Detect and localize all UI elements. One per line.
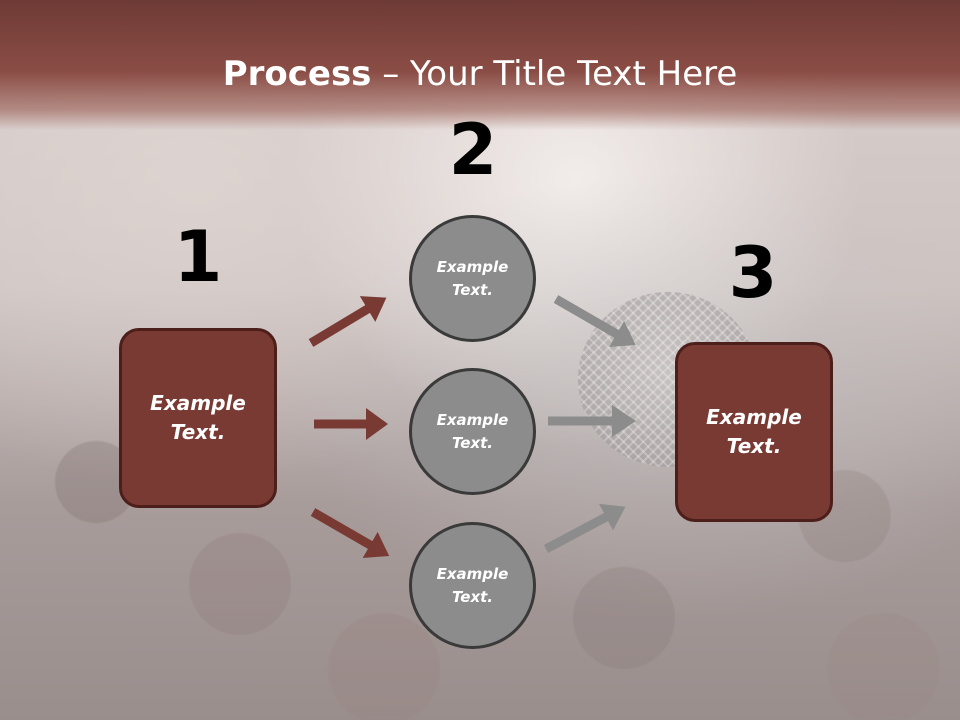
step-number-1: 1 xyxy=(173,216,223,298)
arrow-left-to-bottom xyxy=(310,508,390,558)
circle-bottom-line1: Example xyxy=(436,565,509,583)
arrow-bottom-to-right xyxy=(543,503,626,553)
right-process-box: Example Text. xyxy=(675,342,833,522)
circle-middle: Example Text. xyxy=(409,368,536,495)
title-rest: – Your Title Text Here xyxy=(371,54,738,94)
circle-bottom: Example Text. xyxy=(409,522,536,649)
title-bold: Process xyxy=(222,54,372,94)
circle-middle-line1: Example xyxy=(436,411,509,429)
arrow-middle-to-right xyxy=(548,405,636,437)
circle-top-line2: Text. xyxy=(451,280,493,299)
circle-top: Example Text. xyxy=(409,215,536,342)
slide-title: Process – Your Title Text Here xyxy=(0,54,960,94)
left-process-box: Example Text. xyxy=(119,328,277,508)
left-box-line2: Text. xyxy=(170,420,226,444)
arrow-top-to-right xyxy=(553,295,636,347)
step-number-3: 3 xyxy=(728,232,778,314)
left-box-line1: Example xyxy=(150,391,246,415)
step-number-2: 2 xyxy=(448,109,498,191)
circle-bottom-line2: Text. xyxy=(451,587,493,606)
right-box-line2: Text. xyxy=(726,434,782,458)
header-band xyxy=(0,0,960,130)
circle-top-line1: Example xyxy=(436,258,509,276)
arrow-left-to-middle xyxy=(314,408,388,440)
circle-middle-line2: Text. xyxy=(451,433,493,452)
arrow-left-to-top xyxy=(308,296,387,347)
right-box-line1: Example xyxy=(706,405,802,429)
